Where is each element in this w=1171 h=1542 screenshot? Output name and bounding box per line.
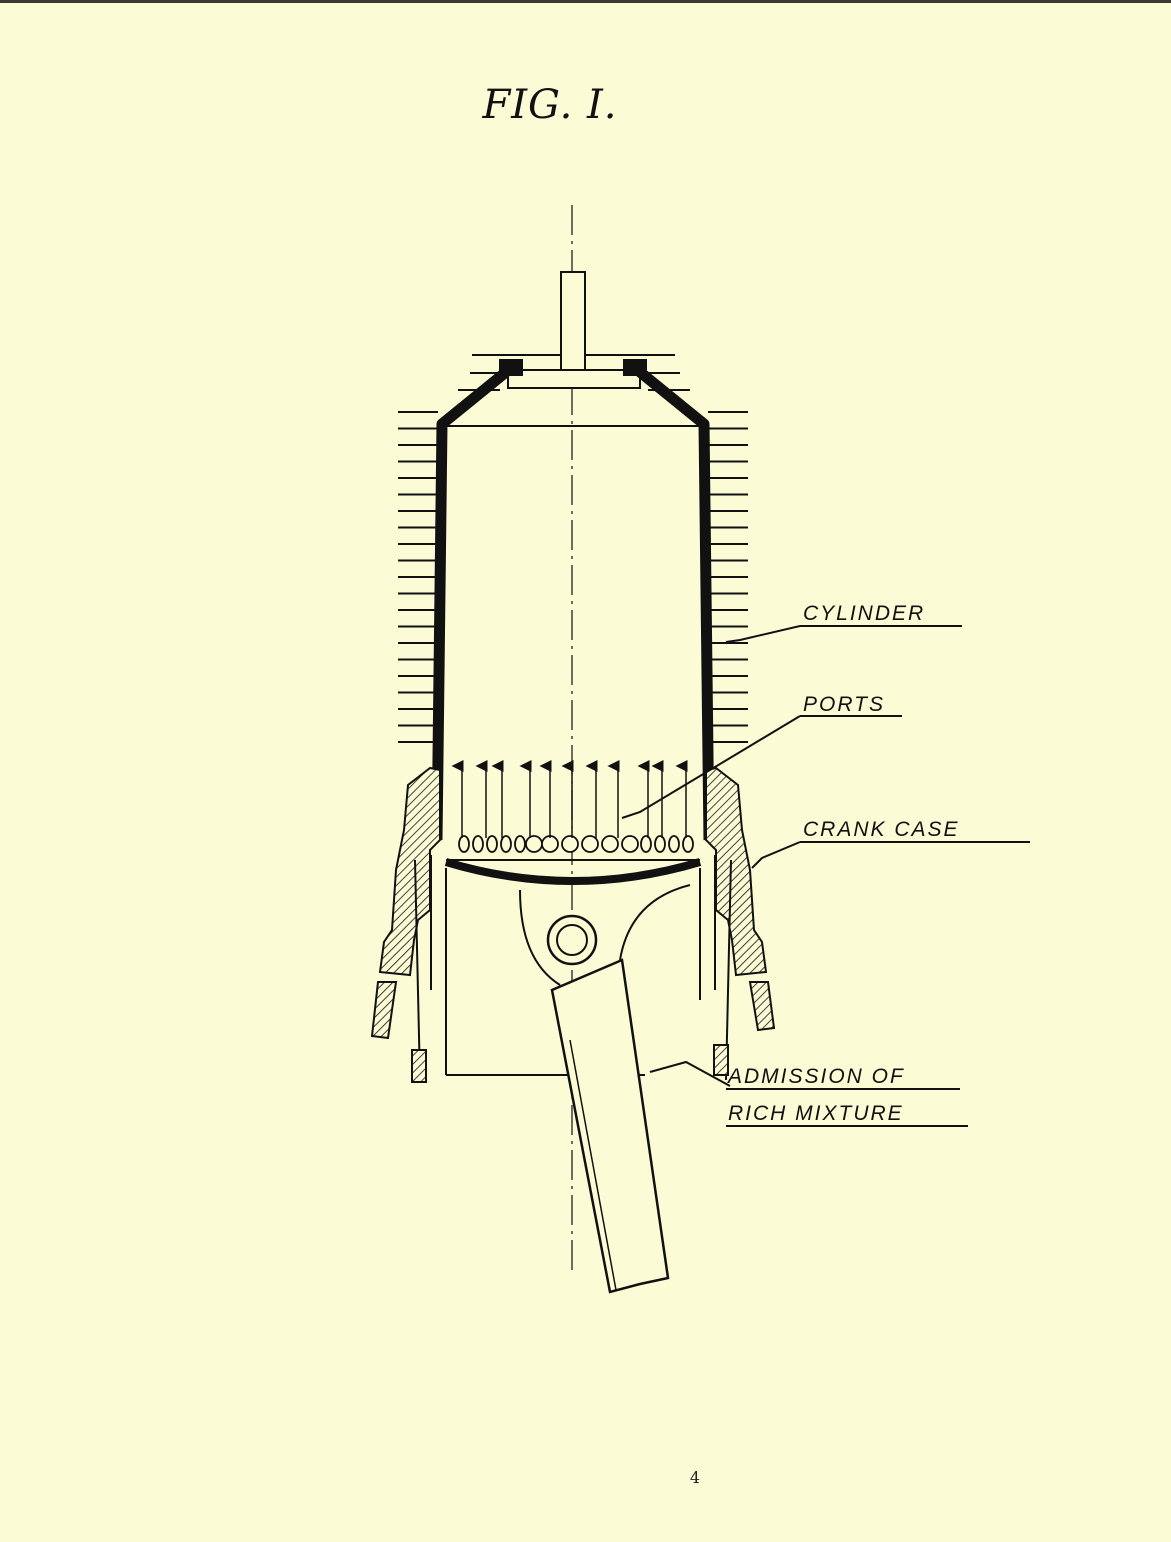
- port-hole: [486, 835, 498, 853]
- cooling-fins-right: [708, 411, 748, 743]
- port-hole: [500, 835, 512, 853]
- label-cylinder: CYLINDER: [803, 602, 925, 625]
- port-hole: [472, 835, 484, 853]
- port-hole: [561, 835, 579, 853]
- port-hole: [581, 835, 599, 853]
- crank-case: [370, 766, 776, 1040]
- label-ports: PORTS: [803, 693, 885, 716]
- label-admission-line1: ADMISSION OF: [726, 1065, 905, 1088]
- label-underlines: [726, 625, 1030, 1127]
- port-hole: [541, 835, 559, 853]
- figure-title: FIG. I.: [482, 82, 618, 128]
- page-number: 4: [689, 1468, 701, 1487]
- port-hole: [682, 835, 694, 853]
- leader-lines: [621, 625, 801, 1087]
- port-hole: [640, 835, 652, 853]
- port-hole: [525, 835, 543, 853]
- valve-stem: [560, 271, 586, 379]
- gas-flow-arrows: [451, 760, 688, 838]
- page-top-rule: [0, 0, 1171, 3]
- label-crank-case: CRANK CASE: [803, 818, 960, 841]
- ports-row: [458, 835, 694, 853]
- port-hole: [601, 835, 619, 853]
- port-hole: [514, 835, 526, 853]
- connecting-rod: [550, 958, 670, 1294]
- cylinder-wall: [431, 367, 715, 841]
- label-admission-line2: RICH MIXTURE: [728, 1102, 904, 1125]
- cooling-fins-left: [398, 372, 690, 743]
- port-hole: [621, 835, 639, 853]
- port-hole: [654, 835, 666, 853]
- crank-case-liners: [411, 855, 732, 1083]
- port-hole: [458, 835, 470, 853]
- port-hole: [668, 835, 680, 853]
